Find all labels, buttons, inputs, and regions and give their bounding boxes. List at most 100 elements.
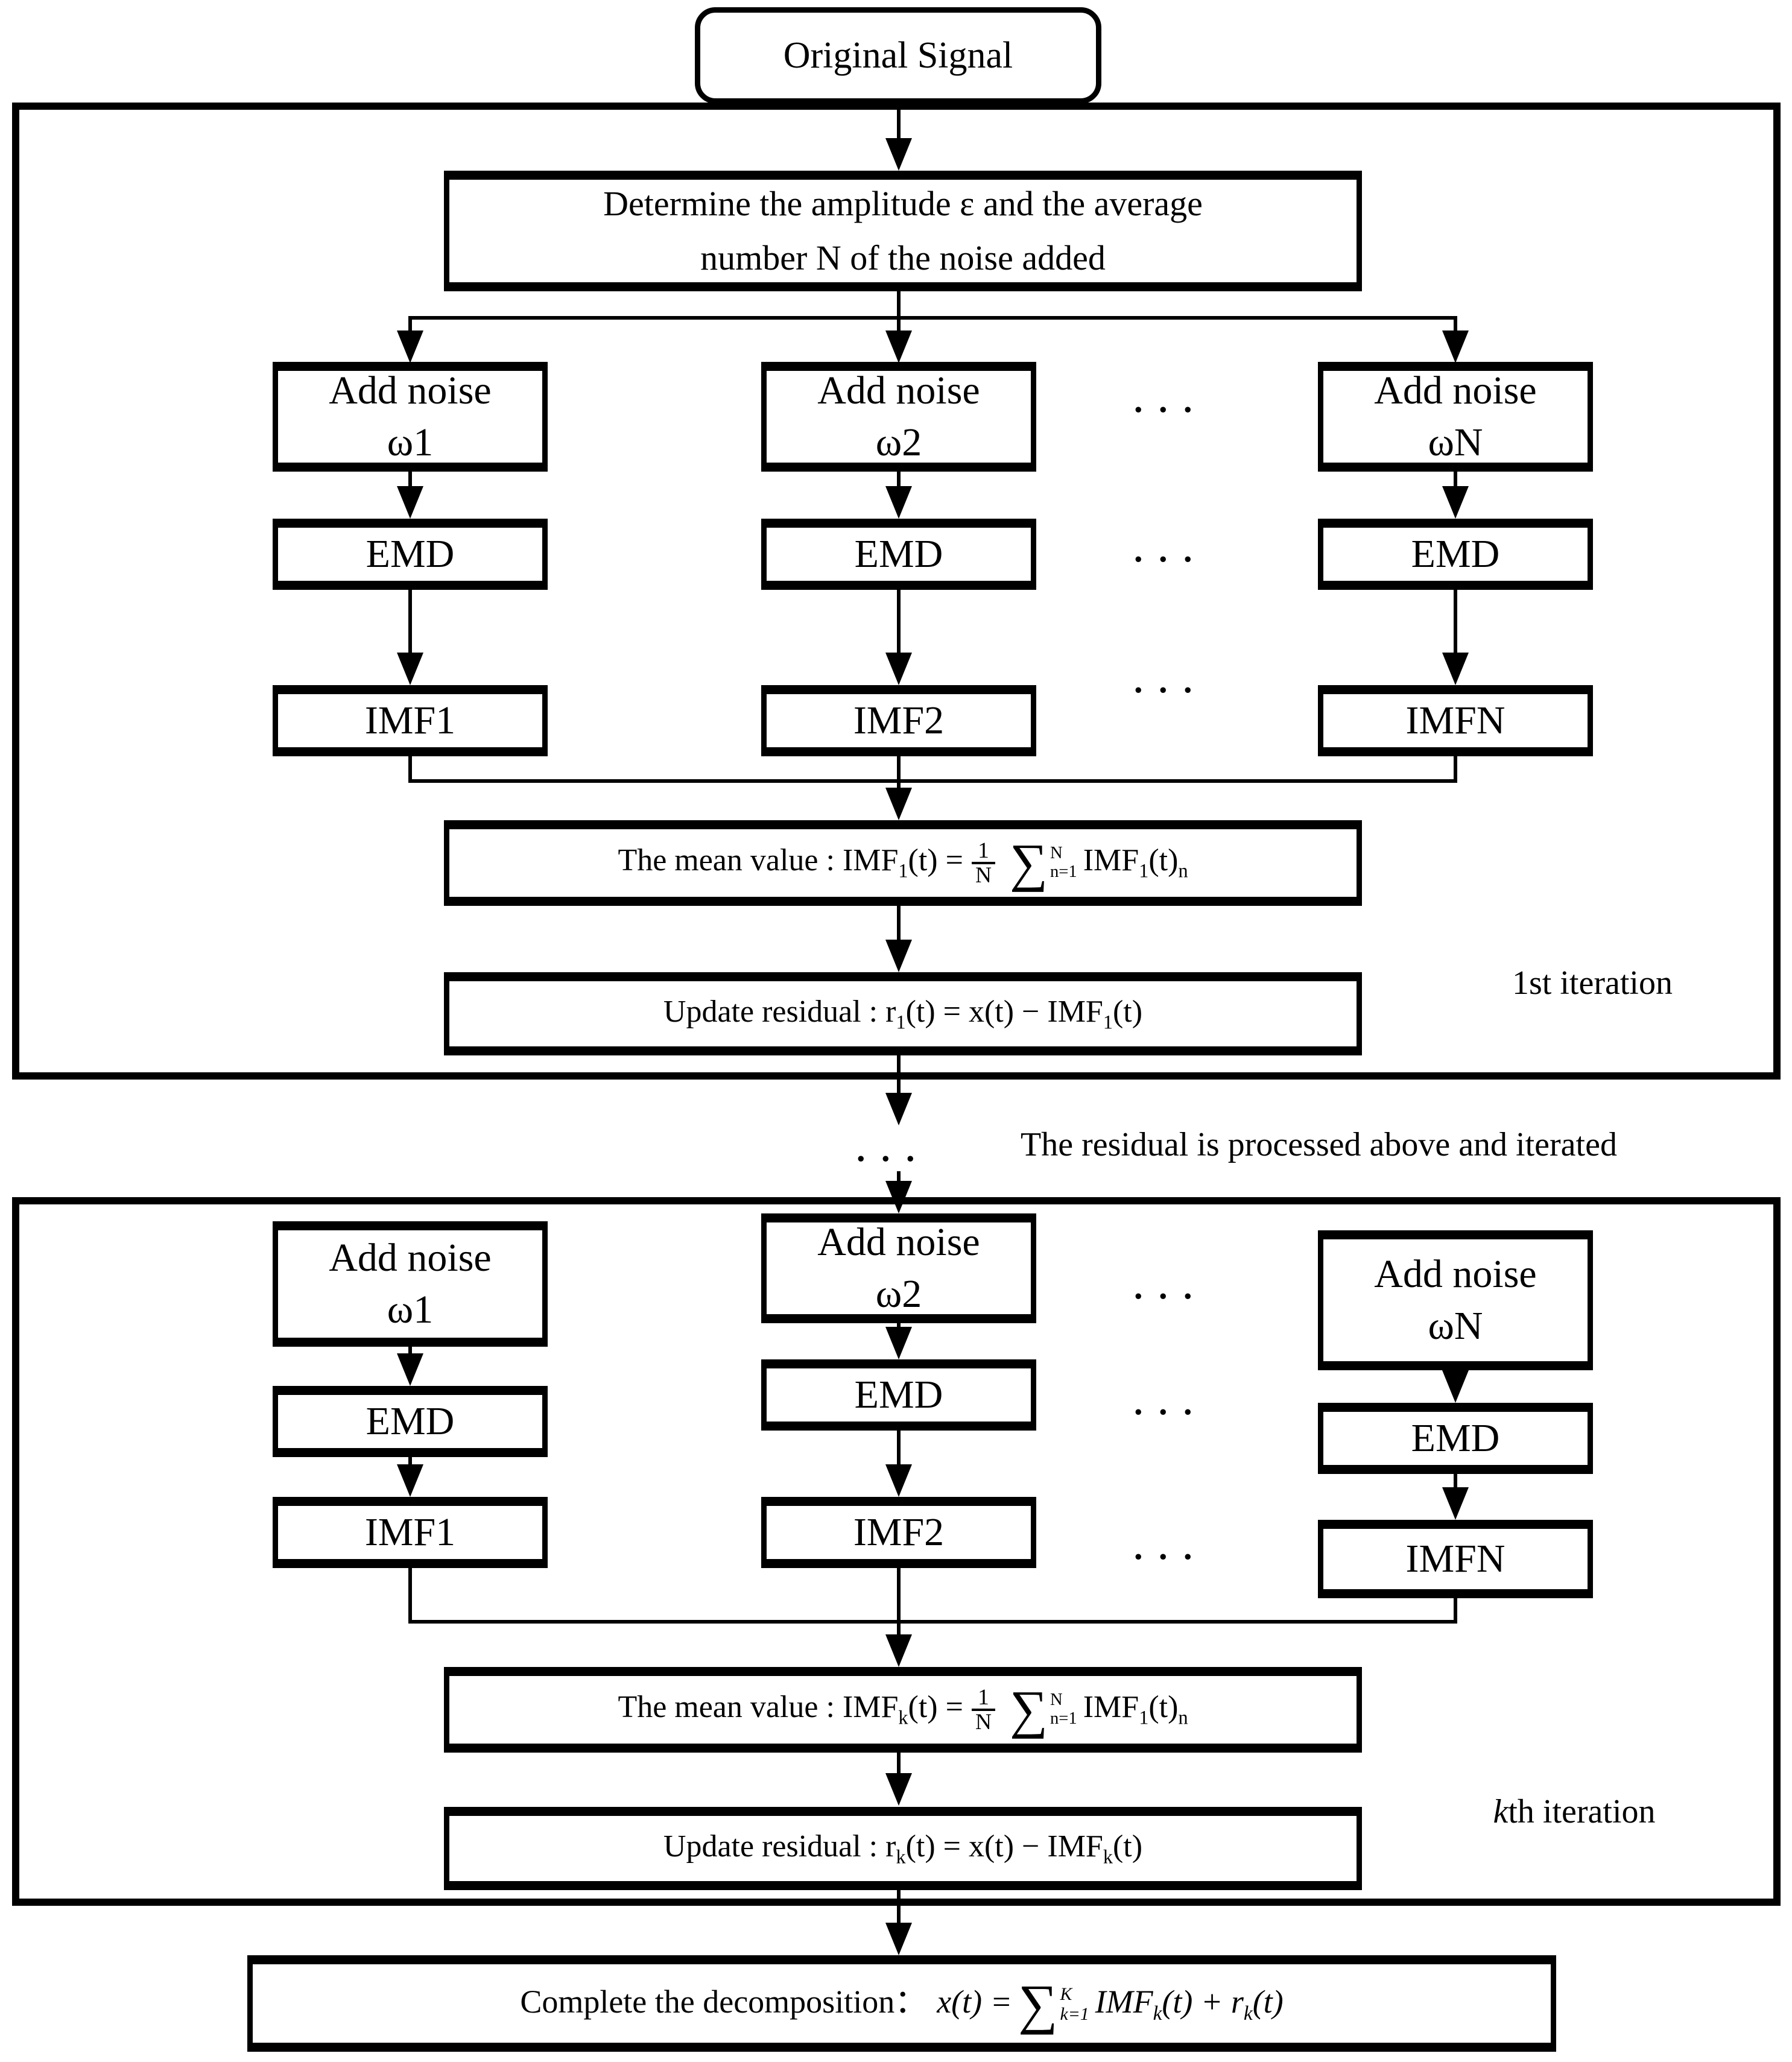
iteration-1-label: 1st iteration	[1512, 964, 1673, 1002]
imf-box-2-1: IMF1	[273, 1497, 548, 1568]
ellipsis: . . .	[1134, 1528, 1196, 1567]
ellipsis: . . .	[1134, 530, 1196, 569]
arrowhead	[1442, 486, 1469, 519]
noise-id: ωN	[1428, 420, 1483, 464]
add-noise-label: Add noise	[1374, 368, 1537, 413]
residual-note: The residual is processed above and iter…	[1021, 1126, 1617, 1163]
connector-line	[1454, 1598, 1457, 1624]
connector-line	[408, 590, 412, 654]
connector-line	[1454, 1474, 1457, 1492]
original-signal-label: Original Signal	[783, 34, 1013, 76]
arrowhead	[1442, 653, 1469, 685]
emd-box-2-2: EMD	[761, 1359, 1036, 1431]
emd-label: EMD	[1411, 532, 1500, 577]
connector-line	[897, 590, 901, 654]
connector-line	[897, 1171, 901, 1186]
connector-line	[897, 1045, 901, 1096]
add-noise-label: Add noise	[817, 368, 980, 413]
update-formula-1: Update residual : r1(t) = x(t) − IMF1(t)	[663, 995, 1143, 1033]
connector-line	[897, 1431, 901, 1468]
iteration-k-label: kth iteration	[1493, 1793, 1656, 1830]
determine-line1: Determine the amplitude ε and the averag…	[603, 184, 1203, 224]
imf-box-1-1: IMF1	[273, 685, 548, 756]
arrowhead	[885, 1093, 912, 1125]
arrowhead	[885, 1634, 912, 1667]
emd-label: EMD	[854, 532, 943, 577]
imf-label: IMF2	[853, 698, 945, 743]
connector-line	[408, 472, 412, 491]
add-noise-box-1-2: Add noise ω2	[761, 362, 1036, 472]
add-noise-box-1-1: Add noise ω1	[273, 362, 548, 472]
connector-line	[897, 1736, 901, 1776]
noise-id: ω1	[387, 1288, 434, 1332]
imf-label: IMFN	[1405, 1537, 1505, 1581]
determine-line2: number N of the noise added	[700, 238, 1106, 277]
update-formula-2: Update residual : rk(t) = x(t) − IMFk(t)	[663, 1829, 1143, 1868]
emd-box-2-N: EMD	[1318, 1403, 1593, 1474]
imf-box-2-N: IMFN	[1318, 1520, 1593, 1598]
connector-line	[1454, 316, 1457, 335]
arrowhead	[885, 653, 912, 685]
arrowhead	[885, 138, 912, 171]
connector-line	[408, 1457, 412, 1470]
arrowhead	[885, 940, 912, 972]
branch-line	[408, 316, 1457, 320]
connector-line	[408, 1344, 412, 1358]
connector-line	[408, 316, 412, 335]
connector-line	[897, 1568, 901, 1636]
arrowhead	[1442, 330, 1469, 363]
add-noise-label: Add noise	[1374, 1252, 1537, 1297]
arrowhead	[397, 1353, 423, 1386]
emd-label: EMD	[854, 1373, 943, 1417]
emd-label: EMD	[366, 532, 455, 577]
ellipsis: . . .	[1134, 1267, 1196, 1306]
noise-id: ω1	[387, 420, 434, 464]
merge-line	[408, 779, 1457, 783]
connector-line	[897, 472, 901, 491]
original-signal-box: Original Signal	[695, 7, 1101, 104]
arrowhead	[885, 1181, 912, 1213]
emd-box-1-2: EMD	[761, 519, 1036, 590]
noise-id: ωN	[1428, 1304, 1483, 1348]
noise-id: ω2	[875, 420, 922, 464]
arrowhead	[885, 486, 912, 519]
arrowhead	[885, 330, 912, 363]
noise-id: ω2	[875, 1272, 922, 1316]
connector-line	[1454, 590, 1457, 654]
emd-label: EMD	[1411, 1416, 1500, 1461]
connector-line	[897, 1879, 901, 1925]
add-noise-label: Add noise	[329, 368, 492, 413]
connector-line	[1454, 472, 1457, 491]
connector-line	[897, 1321, 901, 1332]
ellipsis: . . .	[1134, 1383, 1196, 1422]
add-noise-label: Add noise	[329, 1236, 492, 1280]
imf-label: IMF1	[364, 698, 456, 743]
imf-label: IMF2	[853, 1510, 945, 1555]
arrowhead	[397, 653, 423, 685]
iteration-1-frame	[12, 103, 1781, 1080]
arrowhead	[885, 1327, 912, 1359]
arrowhead	[885, 1923, 912, 1955]
connector-line	[897, 291, 901, 320]
emd-box-1-N: EMD	[1318, 519, 1593, 590]
arrowhead	[885, 1773, 912, 1806]
connector-line	[897, 756, 901, 790]
ellipsis: . . .	[856, 1130, 919, 1169]
imf-label: IMFN	[1405, 698, 1505, 743]
add-noise-box-2-2: Add noise ω2	[761, 1213, 1036, 1323]
add-noise-box-1-N: Add noise ωN	[1318, 362, 1593, 472]
arrowhead	[397, 330, 423, 363]
iteration-k-frame	[12, 1197, 1781, 1906]
emd-box-1-1: EMD	[273, 519, 548, 590]
connector-line	[897, 903, 901, 942]
